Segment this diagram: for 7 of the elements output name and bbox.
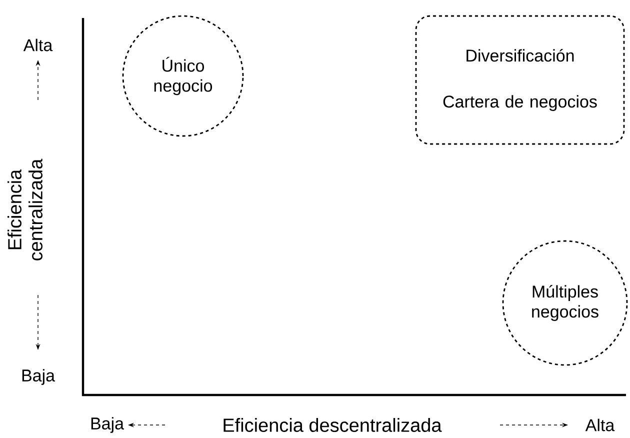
rounded-box: Diversificación Cartera de negocios	[415, 15, 625, 145]
axis-end-label: Baja	[22, 369, 56, 385]
axis-end-label: Alta	[23, 38, 53, 52]
axis-title: Eficiencia centralizada	[8, 158, 42, 260]
axis-end-label: Alta	[585, 418, 615, 432]
axis-end-label: Baja	[91, 417, 124, 433]
axis-title: Eficiencia descentralizada	[224, 418, 442, 432]
